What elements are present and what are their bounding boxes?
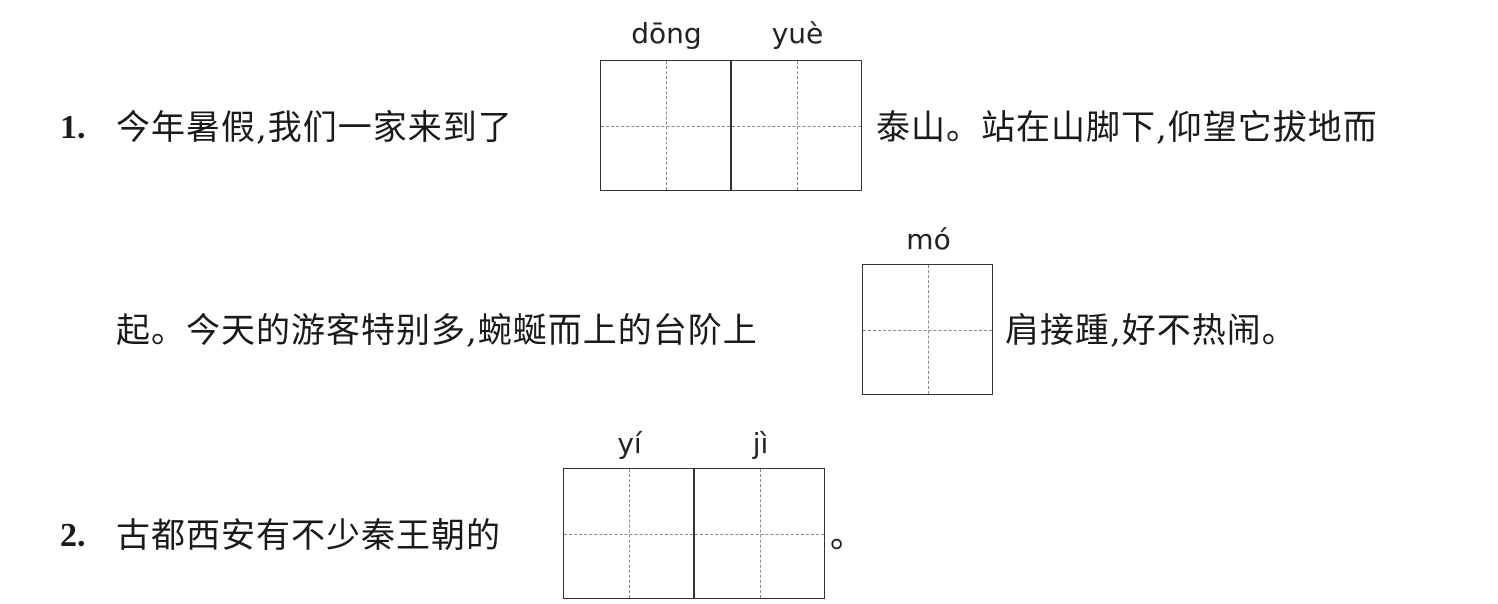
answer-box[interactable] [731, 60, 862, 191]
answer-box[interactable] [694, 468, 825, 599]
guide-line [601, 125, 730, 127]
question-text-before-blank: 古都西安有不少秦王朝的 [116, 516, 501, 556]
answer-box[interactable] [600, 60, 731, 191]
guide-line [695, 533, 824, 535]
question-text-before-blank: 起。今天的游客特别多,蜿蜒而上的台阶上 [116, 311, 758, 351]
pinyin-label: jì [752, 427, 769, 460]
pinyin-label: mó [906, 223, 951, 256]
question-number: 1. [60, 109, 86, 146]
guide-line [863, 329, 992, 331]
question-number: 2. [60, 517, 86, 554]
question-text-before-blank: 今年暑假,我们一家来到了 [116, 108, 513, 148]
answer-box[interactable] [563, 468, 694, 599]
question-text-after-blank: 肩接踵,好不热闹。 [1005, 311, 1297, 351]
answer-box[interactable] [862, 264, 993, 395]
question-text-after-blank: 。 [830, 516, 865, 556]
pinyin-label: yuè [771, 17, 824, 50]
guide-line [564, 533, 693, 535]
question-text-after-blank: 泰山。站在山脚下,仰望它拔地而 [876, 108, 1378, 148]
guide-line [732, 125, 861, 127]
pinyin-label: dōng [631, 17, 702, 50]
pinyin-label: yí [617, 427, 642, 460]
